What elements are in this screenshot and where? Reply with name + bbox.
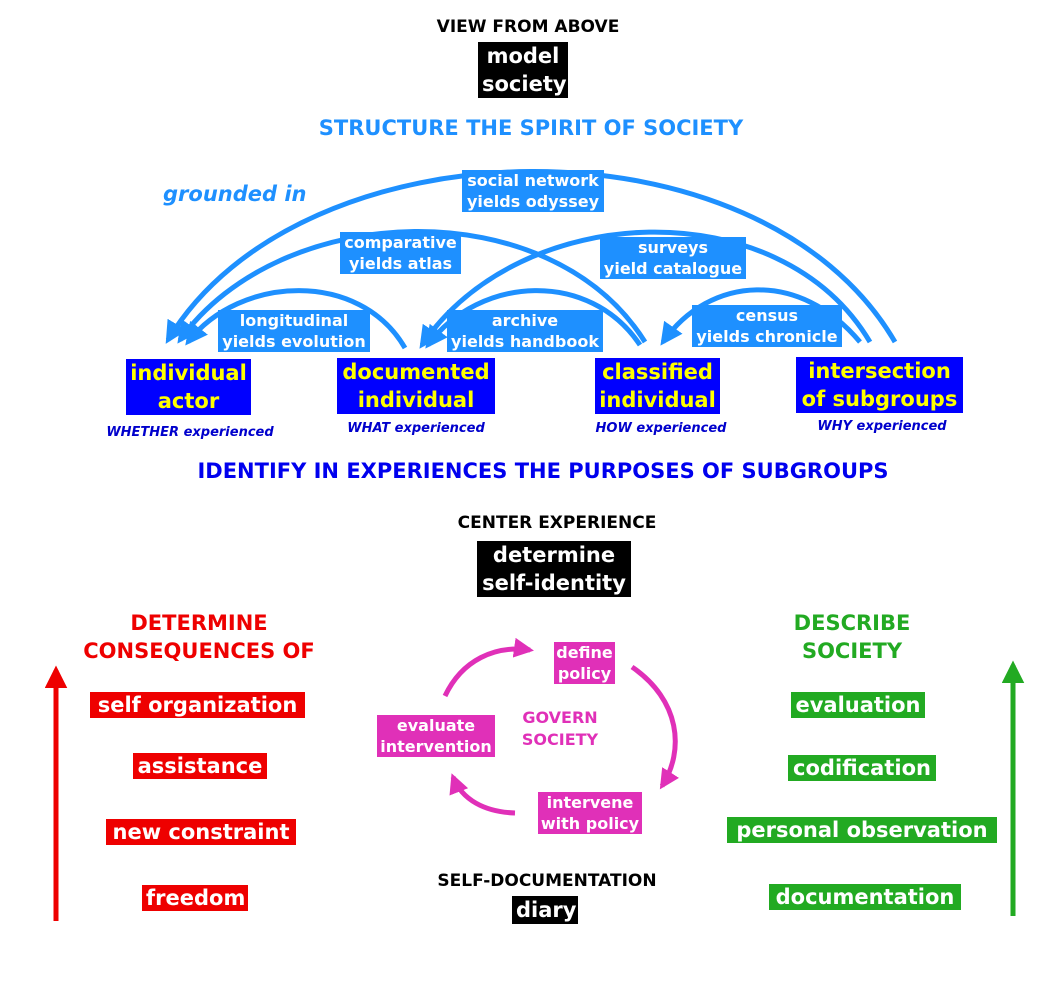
- cycle-evaluate-intervention: evaluate intervention: [377, 715, 495, 757]
- node-intersection-subgroups: intersection of subgroups: [796, 357, 963, 413]
- right-item-documentation: documentation: [769, 884, 961, 910]
- identify-heading: IDENTIFY IN EXPERIENCES THE PURPOSES OF …: [197, 459, 889, 483]
- node-documented-individual: documented individual: [337, 358, 495, 414]
- cycle-intervene-policy: intervene with policy: [538, 792, 642, 834]
- method-longitudinal: longitudinal yields evolution: [218, 310, 370, 352]
- method-surveys: surveys yield catalogue: [600, 237, 746, 279]
- method-social-network: social network yields odyssey: [462, 170, 604, 212]
- method-archive: archive yields handbook: [447, 310, 603, 352]
- left-item-new-constraint: new constraint: [106, 819, 296, 845]
- right-item-codification: codification: [788, 755, 936, 781]
- view-from-above-label: VIEW FROM ABOVE: [436, 17, 620, 37]
- arc-surveys: [419, 229, 873, 349]
- cycle-define-policy: define policy: [554, 642, 615, 684]
- cycle-govern-society: GOVERN SOCIETY: [521, 708, 599, 749]
- sub-how: HOW experienced: [595, 421, 727, 436]
- method-census: census yields chronicle: [692, 305, 842, 347]
- model-society-box: model society: [478, 42, 568, 98]
- cycle-arrow-to-intervene: [630, 664, 680, 790]
- method-comparative: comparative yields atlas: [340, 232, 461, 274]
- sub-why: WHY experienced: [817, 419, 947, 434]
- arc-longitudinal: [185, 288, 408, 350]
- node-classified-individual: classified individual: [595, 358, 720, 414]
- cycle-arrow-to-define: [442, 637, 534, 698]
- structure-heading: STRUCTURE THE SPIRIT OF SOCIETY: [318, 116, 744, 140]
- left-item-assistance: assistance: [133, 753, 267, 779]
- cycle-arrow-to-evaluate: [449, 773, 516, 816]
- diary-box: diary: [512, 896, 578, 924]
- grounded-in-label: grounded in: [163, 182, 307, 206]
- determine-self-identity-box: determine self-identity: [477, 541, 631, 597]
- self-documentation-label: SELF-DOCUMENTATION: [437, 871, 657, 891]
- left-item-self-organization: self organization: [90, 692, 305, 718]
- right-item-personal-observation: personal observation: [727, 817, 997, 843]
- sub-what: WHAT experienced: [347, 421, 485, 436]
- arc-comparative: [177, 229, 648, 344]
- sub-whether: WHETHER experienced: [106, 425, 274, 440]
- right-heading: DESCRIBE SOCIETY: [793, 611, 911, 663]
- left-item-freedom: freedom: [142, 885, 248, 911]
- center-experience-label: CENTER EXPERIENCE: [457, 513, 657, 533]
- right-item-evaluation: evaluation: [791, 692, 925, 718]
- node-individual-actor: individual actor: [126, 359, 251, 415]
- left-heading: DETERMINE CONSEQUENCES OF: [83, 611, 315, 663]
